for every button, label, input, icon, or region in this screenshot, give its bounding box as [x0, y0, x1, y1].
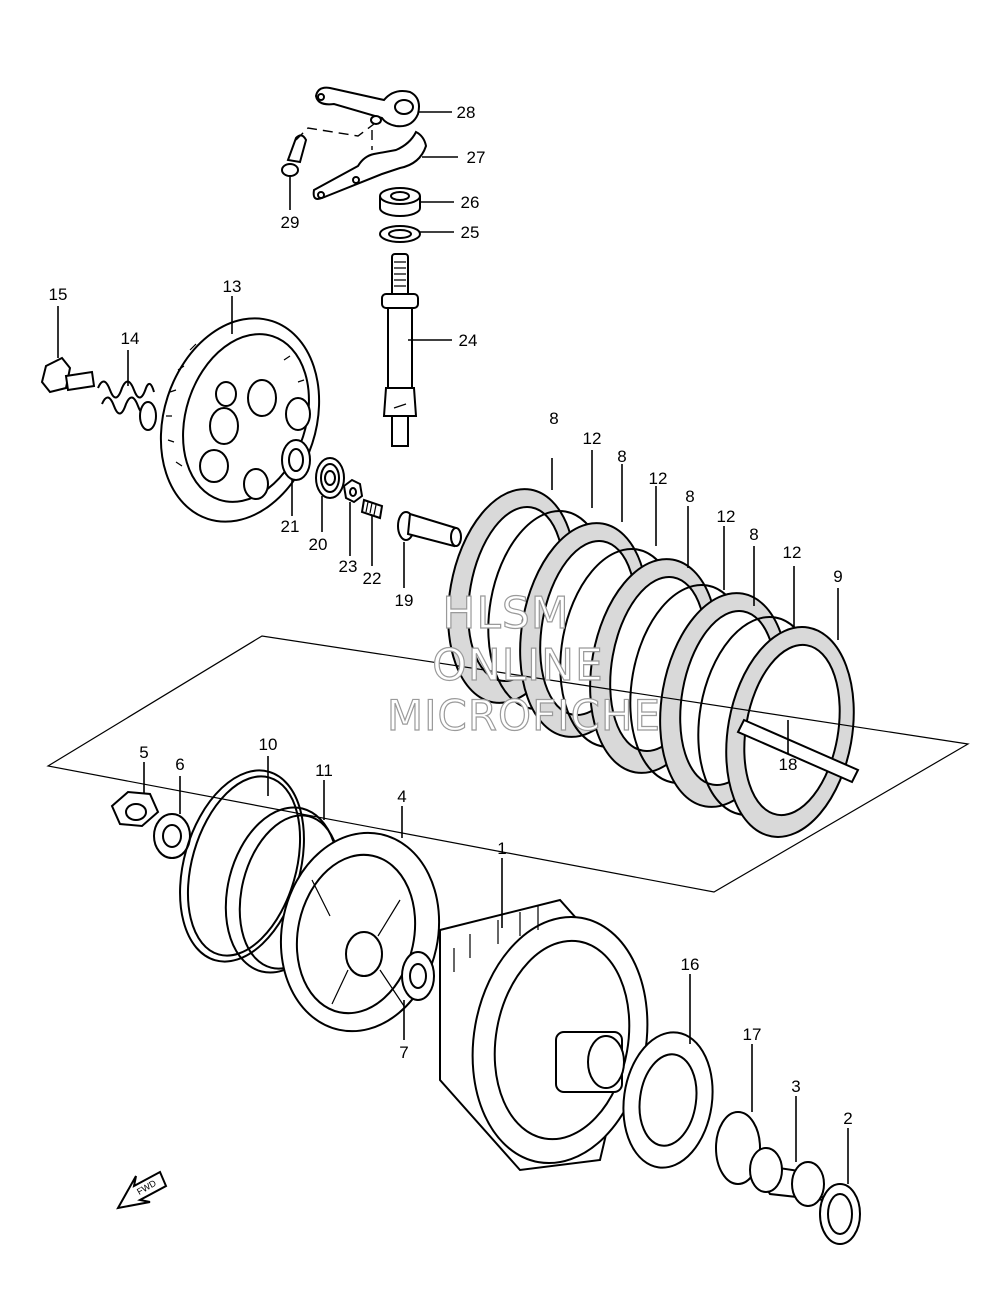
callout-label: 6 [175, 755, 184, 774]
callout-labels: 28 27 26 25 24 29 15 14 13 21 20 23 22 1… [49, 103, 853, 1128]
part-18-pushrod [736, 718, 860, 784]
part-14-spring [97, 380, 157, 431]
callout-label: 8 [749, 525, 758, 544]
clutch-plate-stack [447, 488, 855, 838]
callout-label: 24 [459, 331, 478, 350]
callout-label: 23 [339, 557, 358, 576]
part-17-circlip [715, 1111, 761, 1185]
callout-label: 11 [315, 761, 333, 780]
part-29-screw [281, 134, 308, 177]
part-6-lock-washer [153, 813, 191, 859]
callout-label: 25 [461, 223, 480, 242]
callout-label: 19 [395, 591, 414, 610]
watermark: HLSM ONLINE MICROFICHE [386, 587, 661, 740]
callout-label: 28 [457, 103, 476, 122]
callout-label: 21 [281, 517, 300, 536]
callout-label: 2 [843, 1109, 852, 1128]
part-5-nut [110, 790, 160, 828]
callout-label: 15 [49, 285, 68, 304]
callout-label: 12 [717, 507, 736, 526]
callout-label: 12 [583, 429, 602, 448]
callout-label: 9 [833, 567, 842, 586]
callout-label: 10 [259, 735, 278, 754]
part-19-pushrod-piece [397, 511, 462, 548]
callout-label: 8 [617, 447, 626, 466]
callout-label: 7 [399, 1043, 408, 1062]
leader-dashed-28 [295, 123, 375, 141]
callout-label: 8 [549, 409, 558, 428]
leader-lines [57, 111, 849, 1184]
callout-label: 14 [121, 329, 140, 348]
part-1-clutch-basket [439, 898, 649, 1172]
fwd-arrow-icon: FWD [116, 1170, 168, 1210]
callout-label: 12 [783, 543, 802, 562]
watermark-line-2: ONLINE [432, 640, 604, 691]
part-15-bolt [40, 356, 96, 394]
part-21-washer [281, 439, 311, 481]
part-20-bearing [315, 457, 345, 499]
part-2-washer [819, 1183, 861, 1245]
callout-label: 1 [497, 839, 506, 858]
callout-label: 18 [779, 755, 798, 774]
callout-label: 3 [791, 1077, 800, 1096]
callout-label: 12 [649, 469, 668, 488]
part-24-release-shaft [381, 253, 419, 447]
part-27-lever-plate [312, 130, 428, 200]
part-7-thrust-washer [401, 951, 435, 1001]
callout-label: 27 [467, 148, 486, 167]
callout-label: 4 [397, 787, 406, 806]
watermark-line-3: MICROFICHE [387, 691, 661, 740]
callout-label: 16 [681, 955, 700, 974]
part-28-release-arm [314, 86, 420, 128]
callout-label: 26 [461, 193, 480, 212]
part-13-pressure-plate [159, 317, 321, 523]
callout-label: 17 [743, 1025, 762, 1044]
callout-label: 29 [281, 213, 300, 232]
watermark-line-1: HLSM [442, 588, 570, 639]
callout-label: 5 [139, 743, 148, 762]
part-4-clutch-hub [279, 831, 441, 1033]
part-23-nut [342, 478, 364, 504]
callout-label: 8 [685, 487, 694, 506]
assembly-boundary [46, 635, 970, 893]
part-22-screw [360, 498, 384, 520]
callout-label: 22 [363, 569, 382, 588]
callout-label: 20 [309, 535, 328, 554]
part-25-washer [379, 225, 421, 243]
callout-label: 13 [223, 277, 242, 296]
part-3-spacer [749, 1147, 826, 1207]
part-26-bearing [379, 187, 421, 217]
part-16-gear [622, 1031, 714, 1169]
